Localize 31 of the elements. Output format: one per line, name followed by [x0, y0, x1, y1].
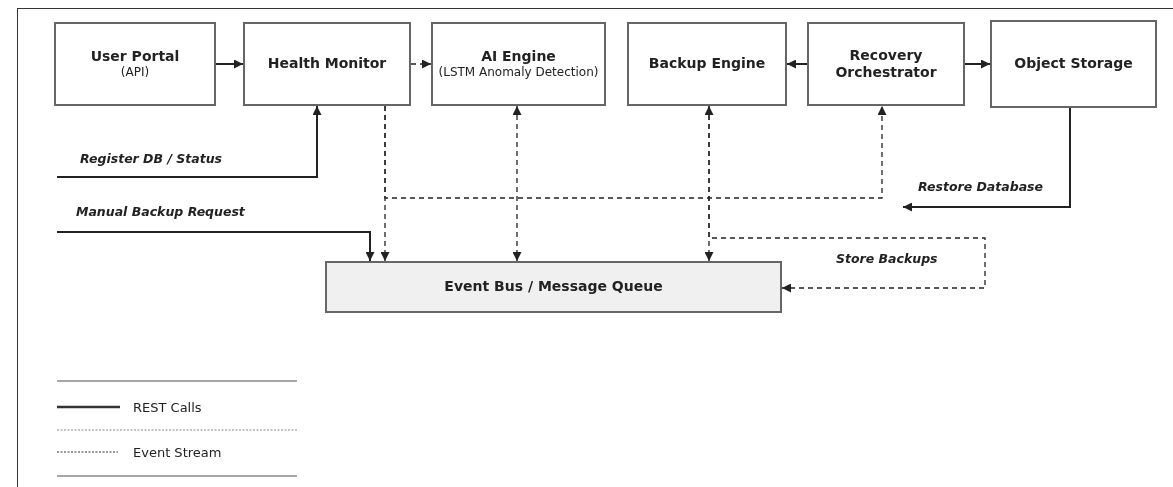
- edge-label: Register DB / Status: [78, 150, 225, 169]
- legend-label: Event Stream: [133, 444, 222, 462]
- box-title: Health Monitor: [267, 55, 387, 73]
- arrow: [964, 59, 991, 69]
- box-title: Backup Engine: [648, 55, 766, 73]
- box-title: Event Bus / Message Queue: [444, 278, 663, 296]
- box-title: User Portal: [90, 47, 180, 66]
- box-subtitle: (LSTM Anomaly Detection): [438, 65, 599, 81]
- box-title: Recovery Orchestrator: [834, 46, 938, 82]
- component-box: [807, 22, 965, 106]
- component-box: [431, 22, 606, 106]
- arrow: [410, 59, 432, 69]
- component-box: [243, 22, 411, 106]
- arrow: [902, 107, 1071, 212]
- box-subtitle: (API): [120, 65, 150, 81]
- edge-label: Store Backups: [834, 250, 940, 269]
- arrow: [786, 59, 808, 69]
- box-title: AI Engine: [481, 47, 556, 66]
- component-box: [627, 22, 787, 106]
- component-box: [990, 20, 1157, 108]
- arrow: [384, 105, 887, 199]
- legend-label: REST Calls: [133, 399, 202, 417]
- component-box: [54, 22, 216, 106]
- arrow: [708, 105, 986, 293]
- arrow: [56, 231, 375, 262]
- message-queue-box: [325, 261, 782, 313]
- arrow: [56, 105, 322, 178]
- edge-label: Manual Backup Request: [74, 203, 247, 222]
- arrow: [512, 105, 522, 262]
- arrow: [215, 59, 244, 69]
- box-title: Object Storage: [1014, 55, 1133, 73]
